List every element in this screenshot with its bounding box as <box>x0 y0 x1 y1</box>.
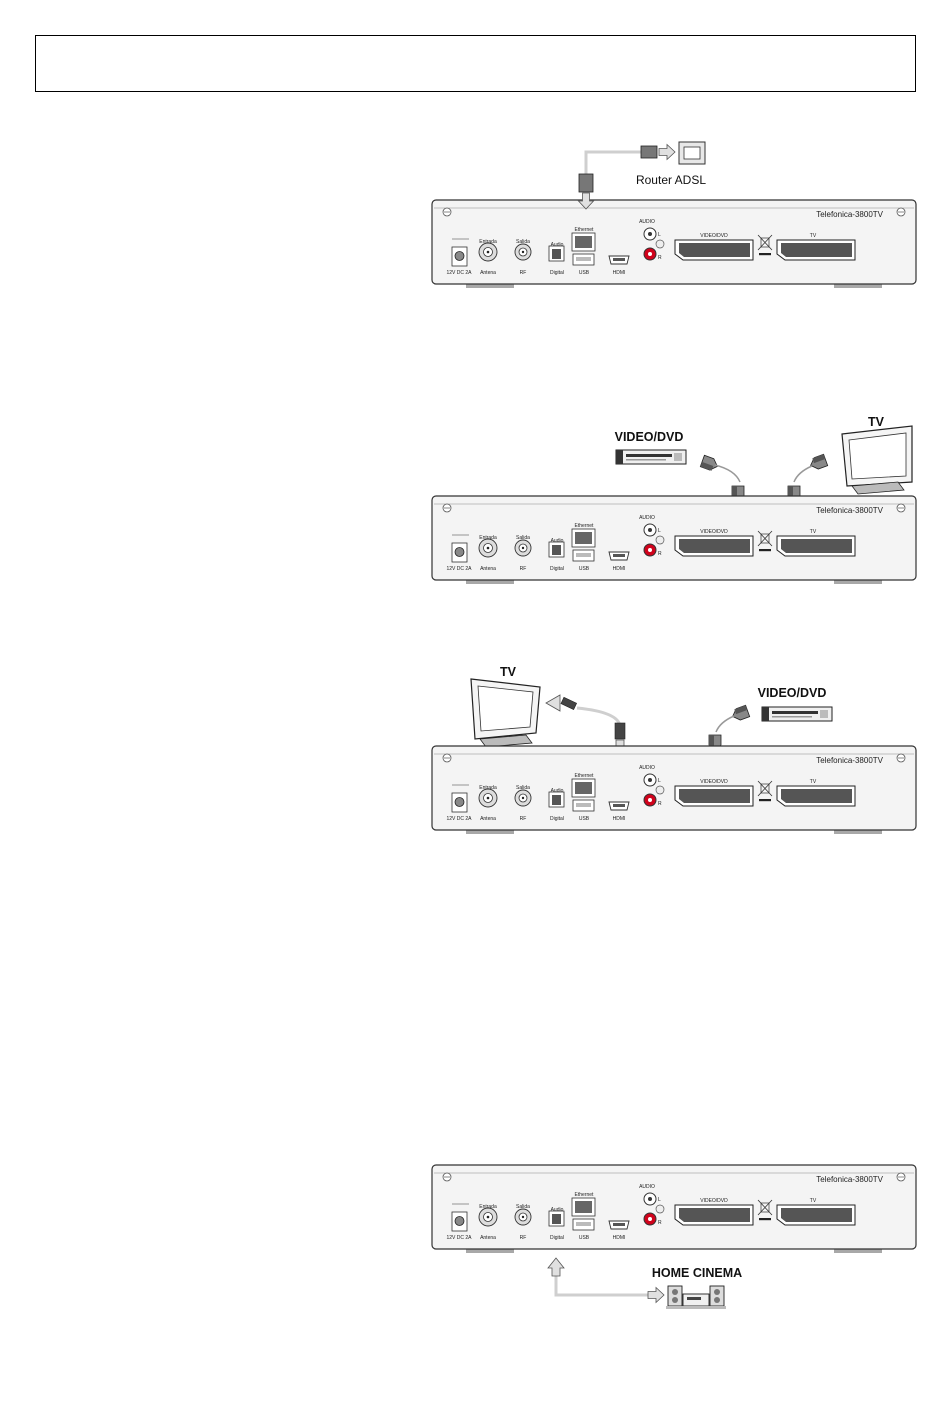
vcr-icon <box>761 706 833 722</box>
port-l-label: L <box>658 778 661 784</box>
panel-labels-4: Telefonica-3800TV 12V DC 2A Entrada Ante… <box>446 1175 883 1241</box>
arrow-right <box>658 144 676 160</box>
label-home-cinema: HOME CINEMA <box>652 1266 742 1280</box>
rj45-plug <box>578 173 594 193</box>
port-rf-label: RF <box>520 816 527 822</box>
port-digital-label: Digital <box>550 816 564 822</box>
port-hdmi-label: HDMI <box>613 816 626 822</box>
port-power-label: 12V DC 2A <box>446 1235 472 1241</box>
port-antena-label: Antena <box>480 270 496 276</box>
vcr-icon <box>615 449 687 465</box>
port-salida-label: Salida <box>516 1204 530 1210</box>
tv-icon <box>841 425 913 495</box>
port-salida-label: Salida <box>516 785 530 791</box>
port-rf-label: RF <box>520 566 527 572</box>
port-audio-label: Audio <box>551 788 564 794</box>
port-ethernet-label: Ethernet <box>575 523 595 529</box>
port-antena-label: Antena <box>480 1235 496 1241</box>
device-brand: Telefonica-3800TV <box>816 210 883 219</box>
port-video-dvd-label: VIDEO/DVD <box>700 529 728 535</box>
port-power-label: 12V DC 2A <box>446 816 472 822</box>
optical-cable <box>554 1265 651 1297</box>
port-tv-label: TV <box>810 1198 817 1204</box>
scart-plug-icon <box>730 704 751 723</box>
ethernet-cable <box>584 150 641 178</box>
port-usb-label: USB <box>579 270 590 276</box>
port-video-dvd-label: VIDEO/DVD <box>700 1198 728 1204</box>
device-brand: Telefonica-3800TV <box>816 506 883 515</box>
label-vcr: VIDEO/DVD <box>758 686 827 700</box>
port-l-label: L <box>658 1197 661 1203</box>
port-salida-label: Salida <box>516 239 530 245</box>
port-tv-label: TV <box>810 233 817 239</box>
hdmi-plug-icon <box>614 722 626 740</box>
device-brand: Telefonica-3800TV <box>816 756 883 765</box>
port-ethernet-label: Ethernet <box>575 227 595 233</box>
hdmi-cable <box>576 706 622 727</box>
device-brand: Telefonica-3800TV <box>816 1175 883 1184</box>
diagram-ethernet: Router ADSL <box>431 141 917 289</box>
port-power-label: 12V DC 2A <box>446 270 472 276</box>
port-entrada-label: Entrada <box>479 1204 497 1210</box>
port-r-label: R <box>658 551 662 557</box>
port-antena-label: Antena <box>480 566 496 572</box>
label-tv: TV <box>500 665 517 679</box>
panel-labels-1: Telefonica-3800TV 12V DC 2A Entrada Ante… <box>446 210 883 276</box>
port-salida-label: Salida <box>516 535 530 541</box>
port-r-label: R <box>658 255 662 261</box>
port-rf-label: RF <box>520 1235 527 1241</box>
port-audio-top-label: AUDIO <box>639 765 655 771</box>
port-entrada-label: Entrada <box>479 785 497 791</box>
port-power-label: 12V DC 2A <box>446 566 472 572</box>
rj45-plug-icon <box>640 145 658 159</box>
port-tv-label: TV <box>810 529 817 535</box>
arrow-right <box>647 1287 665 1303</box>
port-usb-label: USB <box>579 566 590 572</box>
label-router: Router ADSL <box>636 173 706 187</box>
port-entrada-label: Entrada <box>479 535 497 541</box>
port-audio-top-label: AUDIO <box>639 1184 655 1190</box>
tv-icon <box>470 678 541 748</box>
port-audio-label: Audio <box>551 538 564 544</box>
port-audio-label: Audio <box>551 1207 564 1213</box>
panel-labels-3: Telefonica-3800TV 12V DC 2A Entrada Ante… <box>446 756 883 822</box>
arrow-up <box>547 1257 565 1277</box>
port-video-dvd-label: VIDEO/DVD <box>700 233 728 239</box>
diagram-digital-audio: HOME CINEMA <box>431 1164 917 1309</box>
label-vcr: VIDEO/DVD <box>615 430 684 444</box>
port-hdmi-label: HDMI <box>613 270 626 276</box>
port-antena-label: Antena <box>480 816 496 822</box>
port-l-label: L <box>658 232 661 238</box>
scart-plug-icon <box>699 454 720 473</box>
port-rf-label: RF <box>520 270 527 276</box>
port-ethernet-label: Ethernet <box>575 773 595 779</box>
header-box <box>35 35 916 92</box>
diagram-hdmi: TV VIDEO/DVD <box>431 665 917 835</box>
hdmi-plug-icon <box>560 696 578 710</box>
label-tv: TV <box>868 415 885 429</box>
home-cinema-icon <box>666 1285 726 1309</box>
port-digital-label: Digital <box>550 1235 564 1241</box>
port-usb-label: USB <box>579 816 590 822</box>
port-ethernet-label: Ethernet <box>575 1192 595 1198</box>
port-audio-label: Audio <box>551 242 564 248</box>
port-tv-label: TV <box>810 779 817 785</box>
port-r-label: R <box>658 801 662 807</box>
port-r-label: R <box>658 1220 662 1226</box>
port-hdmi-label: HDMI <box>613 1235 626 1241</box>
port-audio-top-label: AUDIO <box>639 515 655 521</box>
port-video-dvd-label: VIDEO/DVD <box>700 779 728 785</box>
port-digital-label: Digital <box>550 270 564 276</box>
port-hdmi-label: HDMI <box>613 566 626 572</box>
port-digital-label: Digital <box>550 566 564 572</box>
port-l-label: L <box>658 528 661 534</box>
port-entrada-label: Entrada <box>479 239 497 245</box>
scart-plug-icon <box>808 453 829 472</box>
port-audio-top-label: AUDIO <box>639 219 655 225</box>
diagram-scart: VIDEO/DVD TV <box>431 415 917 585</box>
port-usb-label: USB <box>579 1235 590 1241</box>
panel-labels-2: Telefonica-3800TV 12V DC 2A Entrada Ante… <box>446 506 883 572</box>
